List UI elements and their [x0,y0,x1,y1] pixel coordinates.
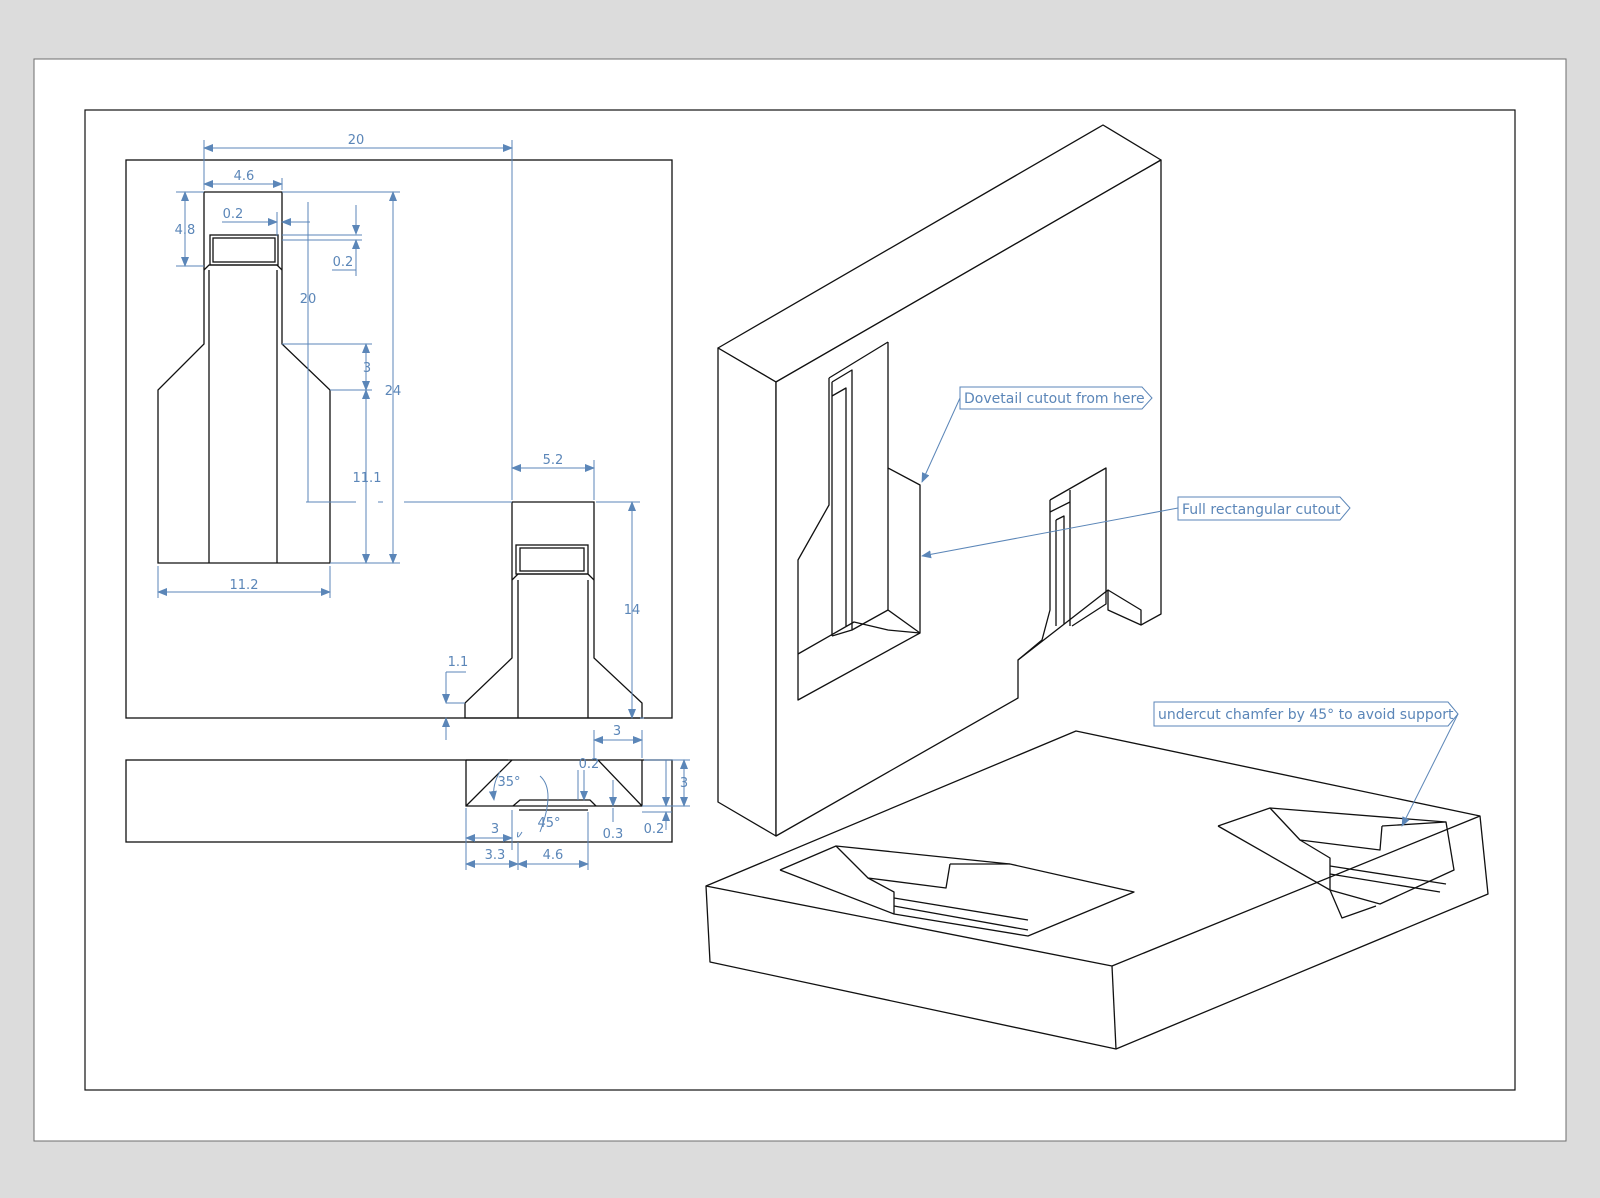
section-outline [125,759,673,843]
dim-inner: 3 [491,822,499,837]
dovetail-slot-top [209,234,279,266]
dim-slot-width: 4.6 [234,169,255,184]
callout-chamfer: undercut chamfer by 45° to avoid support [1158,707,1454,723]
dim-offset: 3 [613,724,621,739]
base-outline [705,730,1489,1050]
dim-thickness: 3 [680,776,688,791]
dim-left-off: 3.3 [485,848,506,863]
rect-cutout [1049,467,1107,627]
dim-slot-length: 20 [300,292,317,307]
front-view [125,159,673,719]
dim-lip-x: 0.2 [223,207,244,222]
dim-top-width: 5.2 [543,453,564,468]
mating-part-slot [515,544,589,575]
dim-gap: 0.3 [603,827,624,842]
panel-front-face [775,159,1162,837]
dim-slot-w: 4.6 [543,848,564,863]
front-view-outline [125,159,673,719]
dim-height-total: 24 [385,384,402,399]
iso-base [705,730,1489,1050]
dim-chamfer-h: 3 [363,361,371,376]
dovetail-cutout [797,342,921,701]
callout-rectangular: Full rectangular cutout [1182,502,1341,518]
dimensions [157,140,690,870]
dim-width-total: 20 [348,133,365,148]
iso-panel [717,124,1162,837]
dim-base-width: 11.2 [230,578,259,593]
dim-lip-y: 0.2 [333,255,354,270]
callouts: Dovetail cutout from here Full rectangul… [921,386,1459,827]
dim-section-lip: 0.2 [579,757,600,772]
callout-dovetail: Dovetail cutout from here [964,391,1145,407]
dim-lower-h: 11.1 [353,471,382,486]
callout-dovetail-box [959,386,1153,410]
dim-bottom: 0.2 [644,822,665,837]
dimension-labels: 20 4.6 4.8 0.2 0.2 20 3 24 11.1 11.2 5.2… [175,133,688,863]
callout-chamfer-box [1153,701,1459,727]
drawing-frame [84,109,1516,1091]
section-view [125,759,673,843]
dim-angle-b: 45° [537,816,560,831]
dim-slot-depth: 4.8 [175,223,196,238]
dim-part-height: 14 [624,603,641,618]
callout-rect-box [1177,496,1351,521]
dim-angle-a: 35° [497,775,520,790]
panel-side-face [717,347,777,837]
dim-foot: 1.1 [448,655,469,670]
